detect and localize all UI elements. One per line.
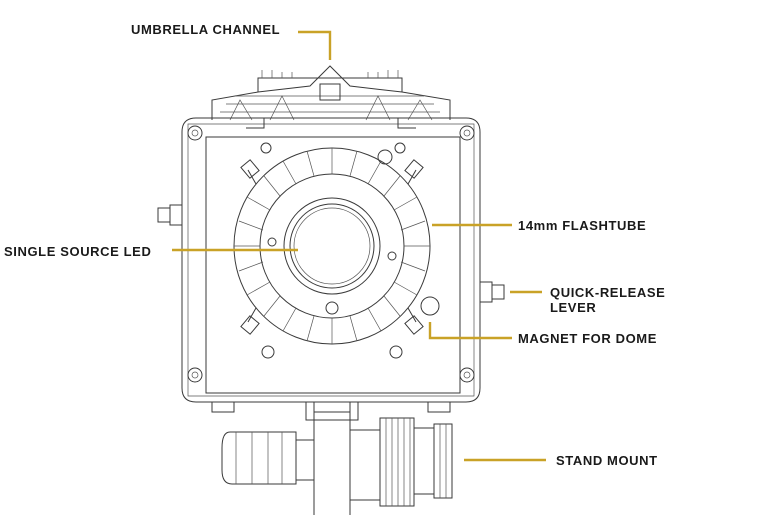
label-quick-release-line1: QUICK-RELEASE: [550, 285, 666, 300]
label-quick-release-line2: LEVER: [550, 300, 597, 315]
housing: [157, 117, 505, 413]
label-single-source-led: SINGLE SOURCE LED: [4, 244, 152, 259]
reflector-ring: [233, 142, 440, 359]
label-magnet-for-dome: MAGNET FOR DOME: [518, 331, 657, 346]
leader-umbrella-channel: [298, 30, 332, 60]
leader-magnet-for-dome: [428, 322, 512, 340]
label-umbrella-channel: UMBRELLA CHANNEL: [131, 22, 281, 37]
top-heatsink: [211, 65, 451, 121]
label-flashtube: 14mm FLASHTUBE: [518, 218, 647, 233]
label-stand-mount: STAND MOUNT: [556, 453, 658, 468]
stand-mount-assembly: [221, 401, 453, 515]
leader-lines: [172, 30, 546, 462]
